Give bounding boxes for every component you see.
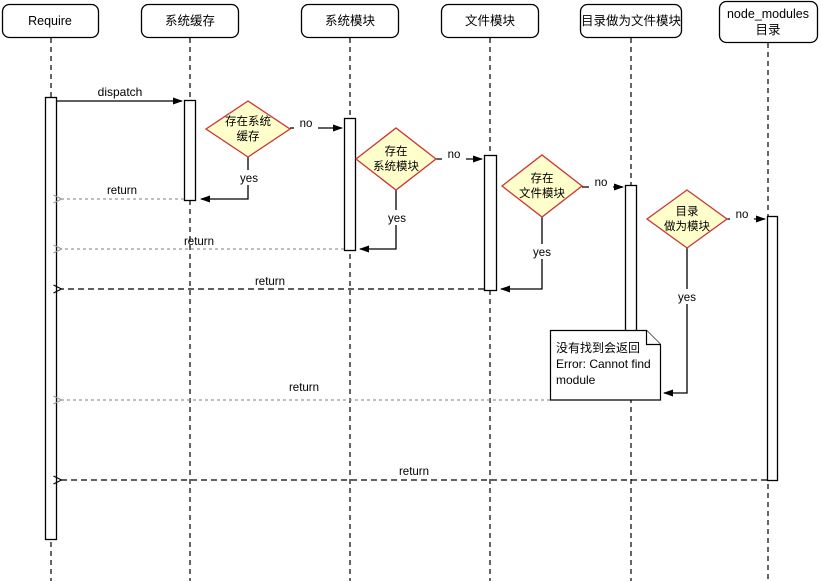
actor-system-cache: 系统缓存 xyxy=(140,3,240,39)
label-yes-4: yes xyxy=(672,289,702,304)
activation-bar-file-module xyxy=(483,154,498,292)
decision-system-cache: 存在系统 缓存 xyxy=(204,100,292,158)
decision-system-module: 存在 系统模块 xyxy=(354,127,438,191)
label-yes-3: yes xyxy=(527,244,557,259)
svg-text:目录: 目录 xyxy=(755,23,780,37)
svg-text:no: no xyxy=(595,177,608,189)
decision-file-module: 存在 文件模块 xyxy=(500,154,584,218)
decision-dir-as-module-line1: 目录 xyxy=(676,205,699,218)
arrow-yes-4 xyxy=(663,248,688,397)
note-error: 没有找到会返回 Error: Cannot find module xyxy=(549,329,662,401)
decision-system-cache-line1: 存在系统 xyxy=(225,114,271,128)
activation-bar-require xyxy=(44,96,58,541)
svg-text:yes: yes xyxy=(388,213,406,225)
label-no-1: no xyxy=(294,115,318,130)
decision-file-module-line1: 存在 xyxy=(531,171,554,185)
note-body xyxy=(549,329,662,401)
svg-text:目录做为文件模块: 目录做为文件模块 xyxy=(581,13,682,28)
label-return-2: return xyxy=(184,236,214,248)
label-dispatch: dispatch xyxy=(98,85,143,99)
svg-text:node_modules: node_modules xyxy=(727,7,809,21)
svg-text:yes: yes xyxy=(678,292,696,304)
label-return-1: return xyxy=(107,185,137,197)
arrow-yes-2 xyxy=(359,190,397,253)
decision-dir-as-module-line2: 做为模块 xyxy=(664,219,710,233)
label-yes-2: yes xyxy=(382,210,412,225)
decision-system-cache-line2: 缓存 xyxy=(237,129,260,143)
label-no-4: no xyxy=(730,206,754,221)
activation-bar-dir-as-file-module xyxy=(624,184,638,335)
svg-text:文件模块: 文件模块 xyxy=(465,13,516,28)
label-return-4: return xyxy=(289,382,319,394)
actor-require: Require xyxy=(1,3,100,39)
actor-file-module: 文件模块 xyxy=(440,3,540,39)
decision-file-module-line2: 文件模块 xyxy=(519,186,565,200)
svg-text:系统缓存: 系统缓存 xyxy=(165,14,215,28)
decision-system-module-line2: 系统模块 xyxy=(373,160,419,173)
svg-text:no: no xyxy=(300,118,313,130)
note-line2: Error: Cannot find xyxy=(556,357,651,371)
activation-bar-node-modules xyxy=(766,215,779,482)
activation-bar-system-cache xyxy=(183,99,197,202)
label-yes-1: yes xyxy=(234,170,264,185)
arrow-yes-3 xyxy=(500,217,543,293)
actor-dir-as-file-module: 目录做为文件模块 xyxy=(579,3,683,39)
svg-text:no: no xyxy=(448,149,461,161)
actor-system-module: 系统模块 xyxy=(300,3,400,39)
svg-text:no: no xyxy=(736,209,749,221)
decision-system-module-line1: 存在 xyxy=(385,144,408,158)
decision-dir-as-module: 目录 做为模块 xyxy=(645,189,729,249)
activation-bar-system-module xyxy=(343,117,357,252)
note-line3: module xyxy=(556,373,596,387)
svg-text:yes: yes xyxy=(240,173,258,185)
label-return-3: return xyxy=(255,276,285,288)
label-return-5: return xyxy=(399,466,429,478)
svg-text:Require: Require xyxy=(28,14,72,28)
note-fold-corner xyxy=(645,330,661,346)
note-line1: 没有找到会返回 xyxy=(556,340,640,355)
svg-text:系统模块: 系统模块 xyxy=(325,14,376,28)
actor-node-modules-dir: node_modules 目录 xyxy=(718,0,819,44)
label-no-3: no xyxy=(589,174,613,189)
label-no-2: no xyxy=(442,146,466,161)
svg-text:yes: yes xyxy=(533,247,551,259)
